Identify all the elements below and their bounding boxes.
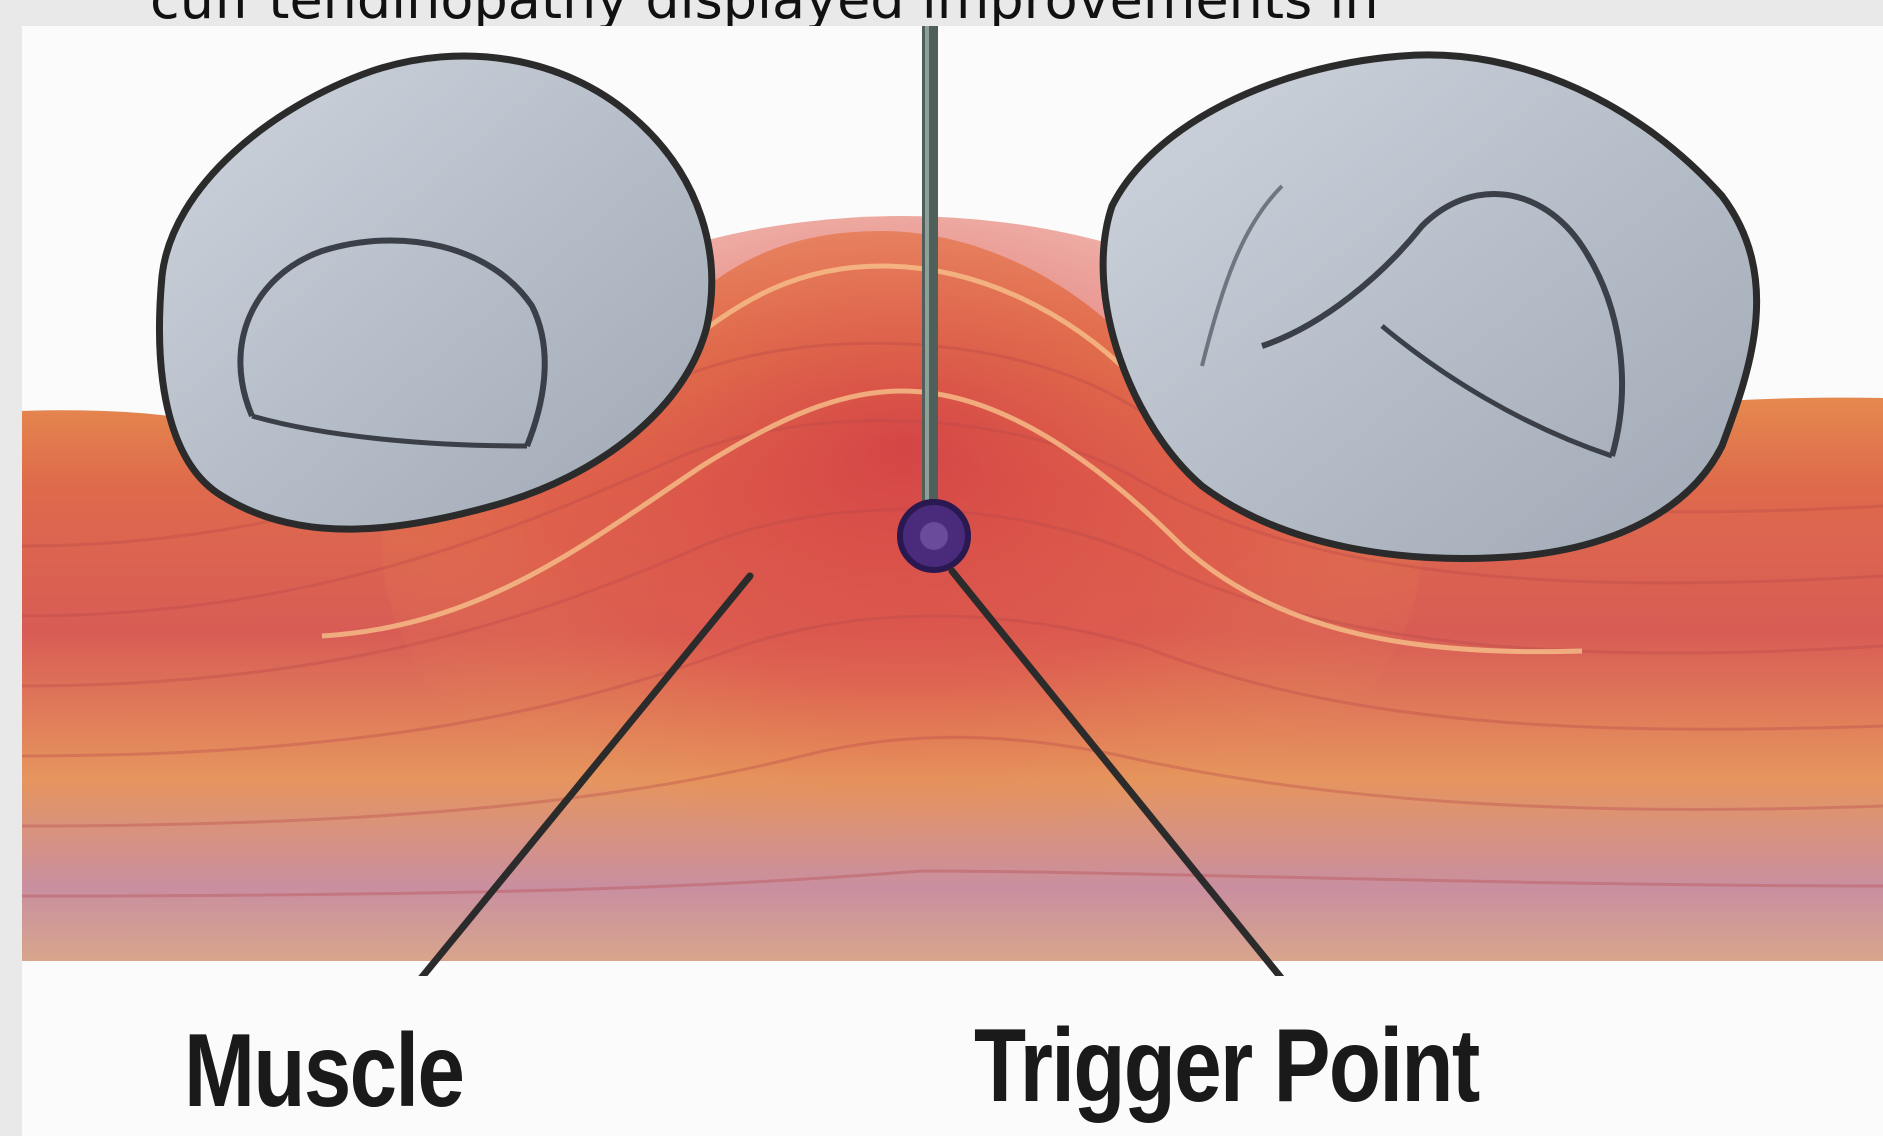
needle-highlight (925, 26, 929, 536)
trigger-point-label: Trigger Point (974, 1011, 1479, 1121)
finger-right-icon (1103, 55, 1757, 559)
trigger-point-core (920, 522, 948, 550)
needle-icon (922, 26, 938, 536)
muscle-label: Muscle (184, 1016, 463, 1126)
trigger-point-illustration: Muscle Trigger Point (22, 26, 1883, 1136)
illustration-canvas (22, 26, 1883, 1136)
